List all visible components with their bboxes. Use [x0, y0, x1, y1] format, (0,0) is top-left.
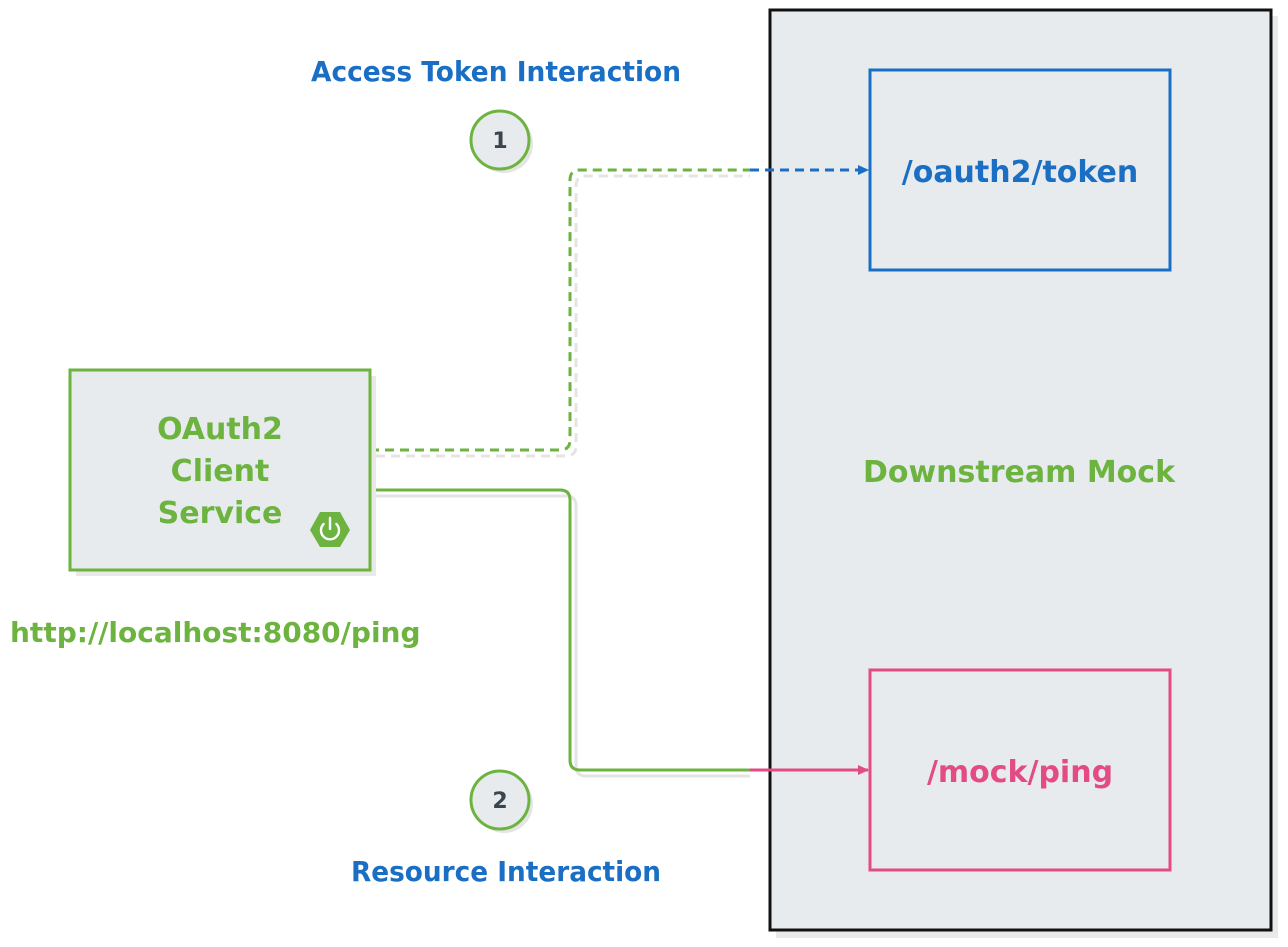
token-connector [370, 168, 750, 452]
token-endpoint-box: /oauth2/token [868, 68, 1172, 272]
resource-connector [370, 488, 750, 772]
client-service-line-3: Service [158, 496, 283, 531]
ping-endpoint-label: /mock/ping [927, 755, 1113, 790]
client-service-line-2: Client [171, 454, 270, 489]
token-connector-shadow [376, 174, 750, 458]
resource-interaction-title: Resource Interaction [351, 855, 661, 888]
step-2-number: 2 [492, 789, 507, 814]
client-service-box: OAuth2 Client Service [68, 368, 376, 576]
client-url: http://localhost:8080/ping [10, 616, 421, 649]
client-service-line-1: OAuth2 [157, 412, 283, 447]
ping-endpoint-box: /mock/ping [868, 668, 1172, 872]
step-1-badge: 1 [469, 109, 533, 173]
step-1-number: 1 [492, 129, 507, 154]
step-2-badge: 2 [469, 769, 533, 833]
downstream-mock-label: Downstream Mock [863, 455, 1176, 490]
power-icon [310, 512, 350, 547]
resource-connector-shadow [376, 494, 750, 778]
token-endpoint-label: /oauth2/token [902, 155, 1139, 190]
access-token-interaction-title: Access Token Interaction [311, 55, 681, 88]
